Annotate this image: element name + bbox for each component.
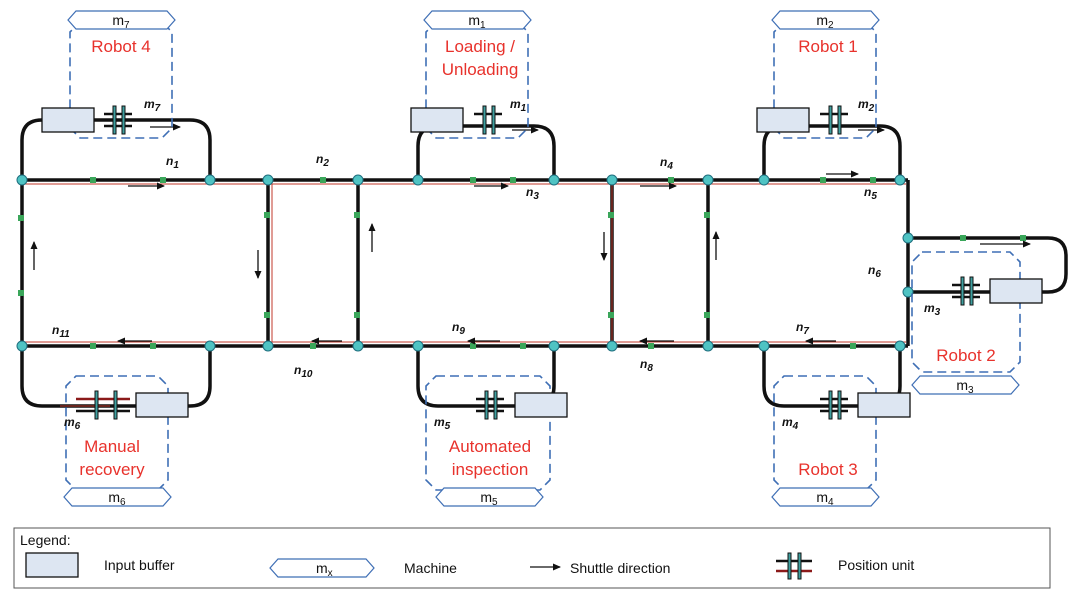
machine-zones [65, 21, 1021, 491]
pos-label-m3: m3 [924, 301, 941, 318]
track-loop-m3-outer [908, 236, 1068, 294]
input-buffer-m4 [857, 392, 911, 418]
pos-label-m4: m4 [782, 415, 799, 432]
input-buffer-m7 [41, 107, 95, 133]
pos-label-m5: m5 [434, 415, 451, 432]
position-unit-m5 [476, 390, 504, 420]
tag-label-m3: m3 [956, 377, 974, 396]
track-sensors [18, 177, 1026, 349]
tag-m2 [771, 10, 880, 30]
node-labels: n1 n2 n3 n4 n5 n6 n7 n8 n9 n10 n11 [52, 152, 881, 380]
input-buffer-m6 [135, 392, 189, 418]
machine-tag-labels: m7 m1 m2 m3 m4 m5 m6 [108, 12, 974, 508]
position-units [76, 105, 980, 420]
zone-m5 [425, 375, 551, 491]
shuttle-direction-arrows [30, 123, 1031, 345]
machine-tags [63, 10, 1020, 507]
node-n5: n5 [864, 185, 877, 202]
machine-name-m2: Robot 1 [798, 37, 858, 56]
junction-markers [16, 174, 914, 352]
position-unit-m7 [104, 105, 132, 135]
input-buffer-m2 [756, 107, 810, 133]
legend-input-buffer-swatch [25, 552, 79, 578]
machine-name-m6: Manual [84, 437, 140, 456]
pos-label-m6: m6 [64, 415, 81, 432]
machine-name-m1-line2: Unloading [442, 60, 519, 79]
legend-input-buffer-label: Input buffer [104, 557, 175, 573]
position-unit-m2 [820, 105, 848, 135]
input-buffer-m1 [410, 107, 464, 133]
machine-name-m1: Loading / [445, 37, 515, 56]
zone-m3 [911, 251, 1021, 373]
node-n7: n7 [796, 320, 809, 337]
legend-machine-symbol: mx [316, 560, 333, 579]
machine-name-m7: Robot 4 [91, 37, 151, 56]
node-n3: n3 [526, 185, 539, 202]
machine-names: Robot 4 Loading / Unloading Robot 1 Robo… [79, 37, 995, 479]
input-buffer-m3 [989, 278, 1043, 304]
legend-machine-label: Machine [404, 560, 457, 576]
pos-label-m1: m1 [510, 97, 527, 114]
tag-label-m7: m7 [112, 12, 130, 31]
tag-m7 [67, 10, 176, 30]
tag-m1 [423, 10, 532, 30]
node-n2: n2 [316, 152, 329, 169]
position-unit-m4 [820, 390, 848, 420]
tag-m4 [771, 487, 880, 507]
position-unit-m3 [952, 276, 980, 306]
tag-m6 [63, 487, 172, 507]
tag-m5 [435, 487, 544, 507]
node-n8: n8 [640, 357, 653, 374]
legend-frame [13, 527, 1051, 589]
legend-title: Legend: [20, 532, 71, 548]
machine-name-m4: Robot 3 [798, 460, 858, 479]
node-n10: n10 [294, 363, 313, 380]
tag-label-m1: m1 [468, 12, 486, 31]
node-n4: n4 [660, 155, 673, 172]
machine-position-labels: m7 m1 m2 m3 m4 m5 m6 [64, 97, 941, 432]
machine-name-m3: Robot 2 [936, 346, 996, 365]
legend-machine-swatch [269, 558, 375, 578]
position-unit-m1 [474, 105, 502, 135]
input-buffer-m5 [514, 392, 568, 418]
position-unit-m6 [76, 390, 130, 420]
machine-name-m6-line2: recovery [79, 460, 145, 479]
tag-label-m6: m6 [108, 489, 126, 508]
machine-name-m5-line2: inspection [452, 460, 529, 479]
node-n11: n11 [52, 323, 70, 340]
pos-label-m7: m7 [144, 97, 161, 114]
legend: Legend: Input buffer mx Machine Shuttle … [13, 527, 1051, 589]
node-n9: n9 [452, 320, 465, 337]
node-n6: n6 [868, 263, 881, 280]
pos-label-m2: m2 [858, 97, 875, 114]
legend-position-unit-swatch [776, 552, 812, 580]
legend-position-unit-label: Position unit [838, 557, 914, 573]
input-buffers [41, 107, 1043, 418]
legend-shuttle-direction-label: Shuttle direction [570, 560, 670, 576]
track-accents [24, 183, 906, 407]
machine-name-m5: Automated [449, 437, 531, 456]
tag-label-m2: m2 [816, 12, 834, 31]
node-n1: n1 [166, 154, 179, 171]
tag-m3 [911, 375, 1020, 395]
tag-label-m4: m4 [816, 489, 834, 508]
tag-label-m5: m5 [480, 489, 498, 508]
